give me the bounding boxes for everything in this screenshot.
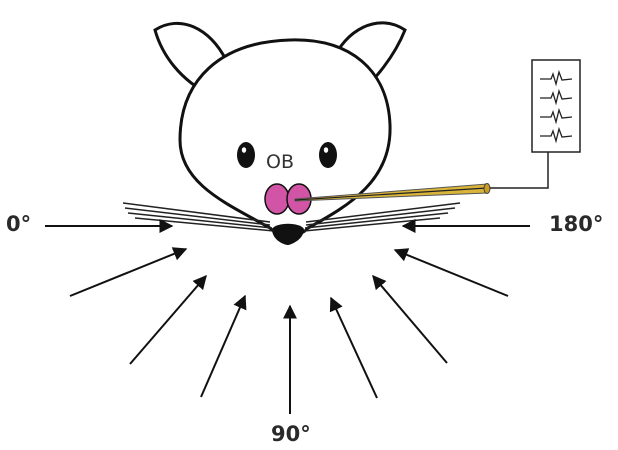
electrode-wire <box>490 152 548 188</box>
arrow-68deg <box>201 296 245 397</box>
oscilloscope-traces-icon <box>532 60 580 152</box>
right-eye <box>319 142 337 168</box>
arrow-22deg <box>70 249 186 296</box>
left-bulb <box>265 184 289 214</box>
airflow-arrows <box>45 226 530 414</box>
left-eye <box>237 142 255 168</box>
angle-label-0: 0° <box>6 212 31 236</box>
arrow-45deg <box>130 276 206 364</box>
angle-label-180: 180° <box>549 212 603 236</box>
arrow-158deg <box>395 250 508 296</box>
arrow-135deg <box>373 276 447 363</box>
nose <box>272 224 304 245</box>
angle-label-90: 90° <box>271 422 311 446</box>
arrow-112deg <box>331 298 377 398</box>
olfactory-bulb-label: OB <box>266 151 294 173</box>
